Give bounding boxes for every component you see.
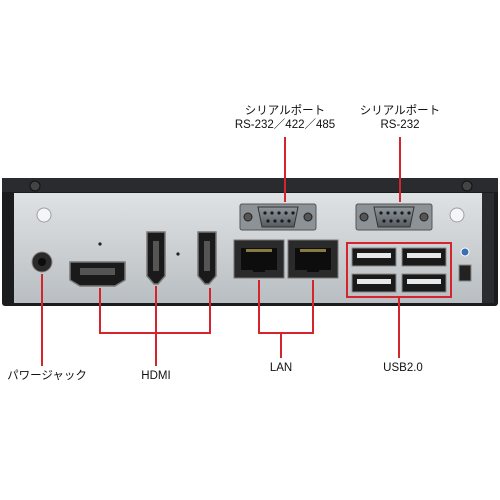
usb-port-icon [351,247,397,267]
usb-label: USB2.0 [383,362,423,374]
hdmi-port-icon [197,231,217,285]
serial-port-1-label-line1: シリアルポート [244,105,326,117]
serial-port-2-label-line2: RS-232 [380,119,420,131]
power-jack-label: パワージャック [7,370,87,382]
rj45-port-icon [287,239,339,279]
usb-port-icon [351,273,397,293]
rj45-port-icon [233,239,285,279]
screw-icon [29,180,41,192]
callout-lines [41,137,452,366]
serial-port-2-label-line1: シリアルポート [359,105,441,117]
usb-port-icon [401,273,447,293]
screw-icon [461,180,473,192]
power-jack-icon [31,251,53,273]
small-connector-icon [458,264,472,282]
serial-port-icon [355,203,433,231]
serial-port-2-label: シリアルポート RS-232 [345,104,455,132]
hdmi-label: HDMI [141,370,171,382]
lan-label: LAN [269,362,293,374]
serial-port-1-label-line2: RS-232／422／485 [234,119,336,131]
indicator-icon [460,247,470,257]
serial-port-icon [239,203,317,231]
serial-port-1-label: シリアルポート RS-232／422／485 [222,104,348,132]
hdmi-port-icon [146,231,166,285]
usb-port-icon [401,247,447,267]
hdmi-port-icon [69,261,126,287]
